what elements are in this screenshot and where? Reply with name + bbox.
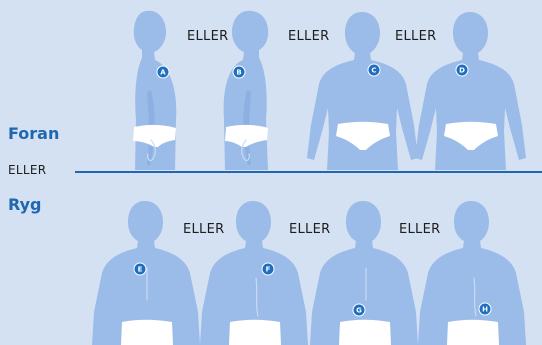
- marker-e-label: E: [138, 266, 143, 274]
- marker-h-label: H: [482, 306, 488, 314]
- marker-e: E: [134, 263, 146, 275]
- figure-h-back-view: H: [418, 201, 526, 345]
- figure-a-side-view: A: [133, 11, 176, 170]
- marker-f-label: F: [266, 266, 271, 274]
- figure-f-back-view: F: [200, 201, 308, 345]
- figure-c-front-view: C: [307, 12, 418, 170]
- figure-e-back-view: E: [92, 201, 200, 345]
- marker-d-label: D: [459, 67, 465, 75]
- marker-c: C: [368, 64, 380, 76]
- figure-g-back-view: G: [310, 201, 418, 345]
- marker-c-label: C: [371, 67, 376, 75]
- marker-a: A: [157, 66, 169, 78]
- marker-b: B: [233, 66, 245, 78]
- marker-d: D: [456, 64, 468, 76]
- marker-h: H: [479, 303, 491, 315]
- marker-g: G: [353, 304, 365, 316]
- figure-b-side-view: B: [224, 11, 269, 170]
- figure-d-front-view: D: [415, 12, 526, 170]
- marker-f: F: [262, 263, 274, 275]
- marker-a-label: A: [160, 69, 166, 77]
- marker-b-label: B: [236, 69, 241, 77]
- marker-g-label: G: [356, 307, 362, 315]
